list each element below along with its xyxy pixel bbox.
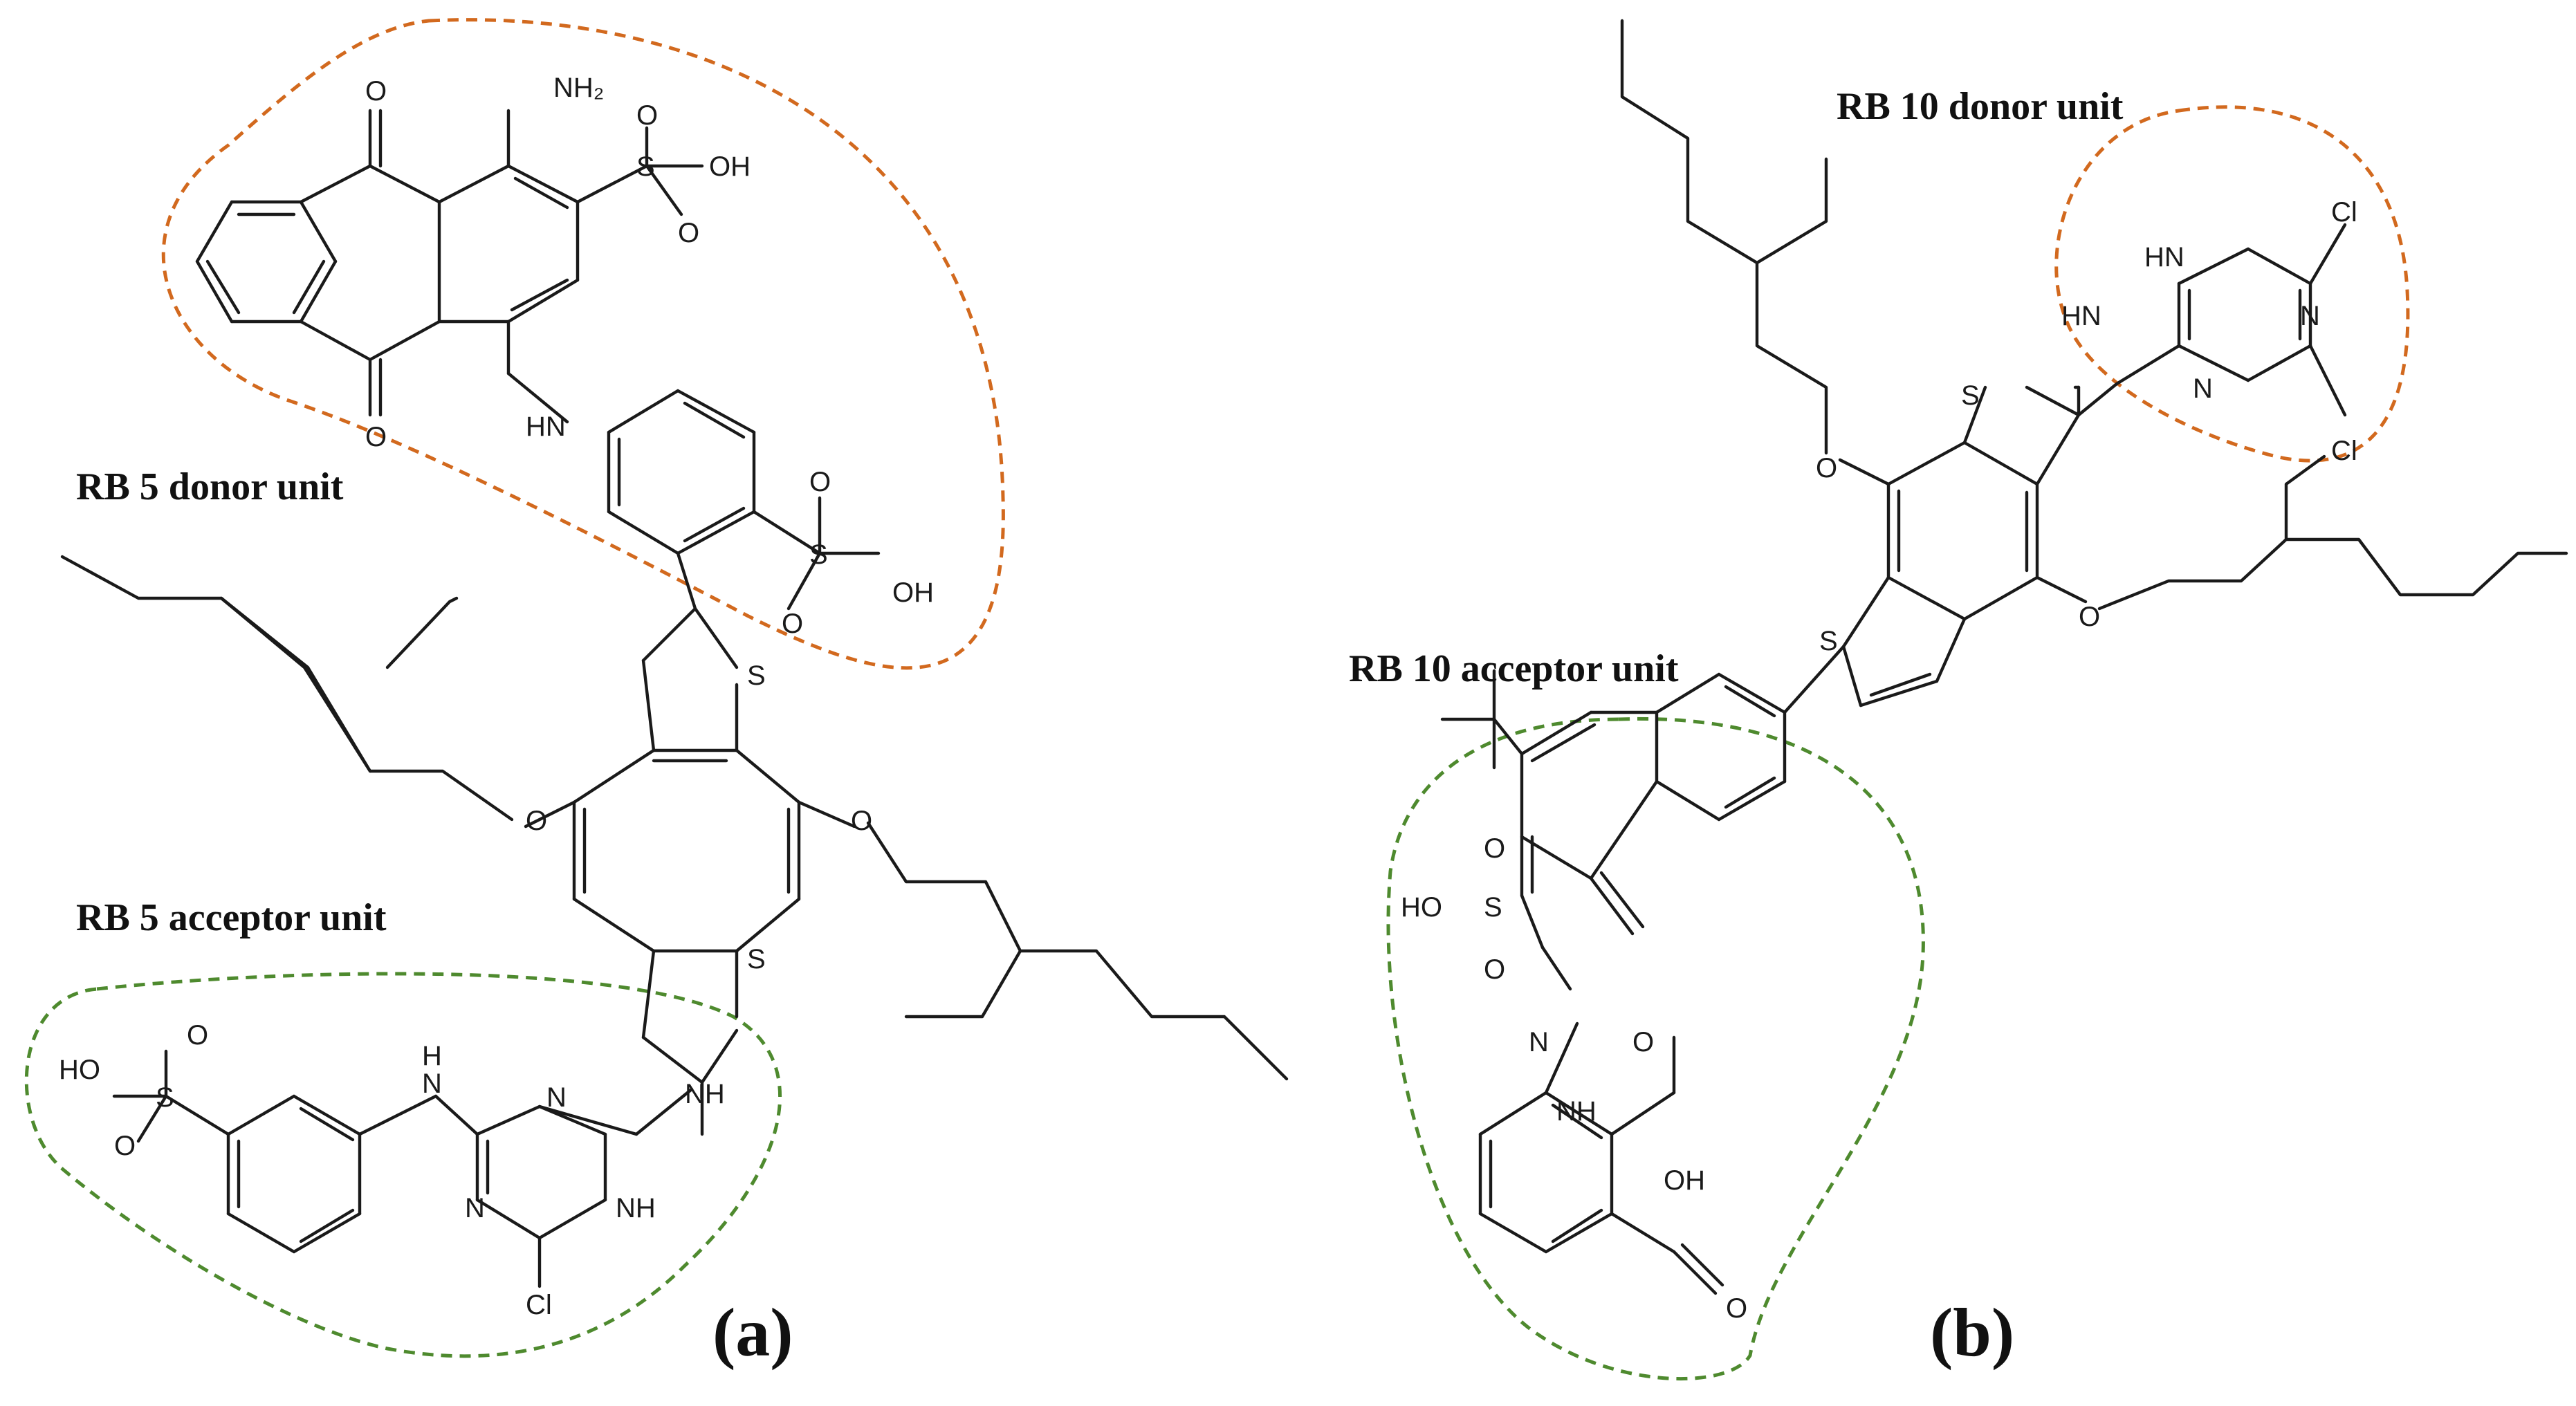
o-label-sulfo-b-top: O — [1484, 833, 1505, 864]
n-label-triazine-top: N — [546, 1082, 567, 1113]
o-label-sulfo-b-bottom: O — [1484, 954, 1505, 985]
benzoic-ring-b — [1478, 1021, 1724, 1295]
o-label-sulfo3-bottom: O — [114, 1131, 136, 1161]
hn-label-triazine: HN — [2144, 242, 2184, 272]
acceptor-rings-a — [112, 1049, 694, 1288]
o-label-ether-left: O — [526, 806, 547, 836]
rb10-donor-caption: RB 10 donor unit — [1837, 85, 2124, 128]
nh-label-hydrazone-b: NH — [1556, 1096, 1597, 1127]
n-label-triazine-right: N — [2300, 301, 2320, 331]
o-label-ketone-b: O — [1632, 1027, 1654, 1057]
nh-label-acceptor: NH — [685, 1079, 725, 1109]
rb5-acceptor-caption: RB 5 acceptor unit — [76, 896, 387, 939]
panel-b-label: (b) — [1930, 1294, 2014, 1371]
o-label-ether-right: O — [851, 806, 872, 836]
nh-label-triazine: NH — [616, 1193, 656, 1223]
n-label-triazine-left: N — [465, 1193, 485, 1223]
s-label-thiophene-top: S — [747, 660, 766, 691]
o-label-sulfo3-top: O — [187, 1020, 208, 1051]
ho-label-sulfo3: HO — [59, 1055, 100, 1085]
s-label-sulfo-b: S — [1484, 892, 1502, 923]
oxygen-label-bottom: O — [365, 422, 387, 452]
o-label-sulfo1-bottom: O — [678, 218, 699, 248]
o-label-ether-right-b: O — [2079, 602, 2100, 632]
cl-label-triazine: Cl — [526, 1290, 552, 1320]
triazine-donor-b — [2115, 223, 2347, 417]
s-label-sulfo3: S — [156, 1082, 174, 1113]
hn-label-bridge: HN — [2061, 301, 2101, 331]
s-label-thiophene-bottom: S — [747, 944, 766, 974]
oxygen-label-top: O — [365, 76, 387, 107]
panel-b-structure: Cl HN N HN N Cl S O O S HO S O O O N NH … — [1349, 19, 2568, 1380]
rb10-acceptor-outline — [1386, 716, 1925, 1380]
n-label-amine: N — [422, 1069, 442, 1099]
o-label-carboxyl-b: O — [1726, 1293, 1747, 1324]
o-label-sulfo2-bottom: O — [782, 609, 803, 639]
s-label-sulfo2: S — [809, 539, 828, 570]
panel-a-structure: NH₂ O O S O OH O HN S O OH O S S O O NH … — [24, 18, 1289, 1371]
rb5-donor-outline — [161, 18, 1005, 670]
rb5-donor-caption: RB 5 donor unit — [76, 465, 344, 508]
alkyl-chains-a — [60, 555, 1289, 1081]
rb10-donor-outline — [2054, 105, 2410, 463]
h-label-amine: H — [422, 1041, 442, 1071]
rb10-acceptor-caption: RB 10 acceptor unit — [1349, 647, 1679, 690]
n-label-azo-b: N — [1529, 1027, 1549, 1057]
alkyl-chains-b — [1620, 19, 2568, 611]
s-label-thiophene-top-b: S — [1961, 380, 1980, 411]
ho-label-sulfo-b: HO — [1401, 892, 1442, 923]
hn-bridge-label: HN — [526, 411, 566, 442]
o-label-sulfo1-top: O — [636, 100, 658, 131]
oh-label-carboxyl-b: OH — [1664, 1165, 1705, 1196]
naphthalene-acceptor-b — [1440, 645, 1846, 991]
cl-label-bottom: Cl — [2331, 436, 2357, 466]
n-label-triazine-bottom: N — [2193, 373, 2213, 404]
oh-label-sulfo1: OH — [709, 151, 751, 182]
bdt-core-b — [1838, 382, 2119, 707]
s-label-sulfo1: S — [636, 151, 655, 182]
oh-label-sulfo2: OH — [892, 577, 934, 608]
anthraquinone-right-ring — [437, 109, 704, 424]
anthraquinone-left-ring — [195, 200, 338, 324]
anthraquinone-central-ring — [299, 109, 441, 417]
panel-a-label: (a) — [712, 1294, 793, 1371]
nh2-label: NH₂ — [553, 73, 604, 103]
bdt-core-a — [524, 607, 856, 1136]
rb5-acceptor-outline — [24, 972, 782, 1358]
s-label-thiophene-bottom-b: S — [1819, 626, 1838, 656]
o-label-sulfo2-top: O — [809, 467, 831, 497]
sulfophenyl-ring — [607, 389, 881, 611]
cl-label-top: Cl — [2331, 197, 2357, 228]
o-label-ether-top-b: O — [1816, 453, 1837, 483]
